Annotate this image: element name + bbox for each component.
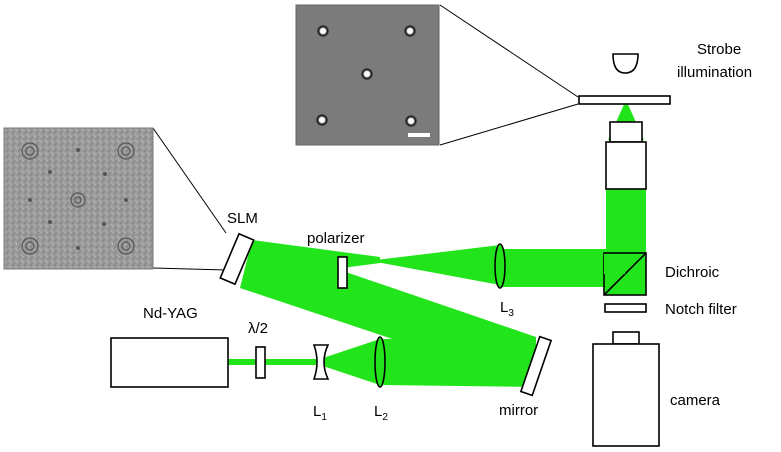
beam-up <box>606 180 646 255</box>
beam-slm-to-focus <box>252 240 380 280</box>
label-strobe-2: illumination <box>677 64 752 81</box>
polarizer <box>337 256 348 289</box>
label-dichroic: Dichroic <box>665 264 720 281</box>
trapped-bead <box>405 115 417 127</box>
label-slm: SLM <box>227 210 258 227</box>
camera <box>592 331 660 447</box>
beam-focus-to-l3 <box>376 245 500 285</box>
notch-filter <box>604 303 647 313</box>
label-l1: L1 <box>313 403 327 423</box>
microscope-objective <box>605 121 647 190</box>
nd-yag-laser <box>110 337 229 388</box>
lens-l2 <box>374 336 386 388</box>
label-mirror: mirror <box>499 402 538 419</box>
bead-micrograph <box>295 4 579 146</box>
label-camera: camera <box>670 392 721 409</box>
beam-expansion <box>320 339 380 385</box>
strobe-lamp <box>612 53 639 74</box>
beam-mirror-to-slm <box>240 240 536 387</box>
lens-l1 <box>312 344 330 380</box>
mirror <box>519 335 553 397</box>
label-strobe-1: Strobe <box>697 41 741 58</box>
label-l2: L2 <box>374 403 388 423</box>
label-notch-filter: Notch filter <box>665 301 737 318</box>
trapped-bead <box>404 25 416 37</box>
label-half-wave: λ/2 <box>248 320 268 337</box>
sample-slide <box>578 95 671 105</box>
dichroic-cube <box>603 252 647 296</box>
labels: Strobe illumination SLM polarizer Dichro… <box>143 41 752 423</box>
label-polarizer: polarizer <box>307 230 365 247</box>
hologram-image <box>3 127 227 271</box>
label-l3: L3 <box>500 299 514 319</box>
lens-l3 <box>494 243 506 289</box>
beam-input <box>228 359 320 365</box>
slm <box>219 232 255 286</box>
trapped-bead <box>361 68 373 80</box>
beam-to-dichroic <box>500 249 606 287</box>
trapped-bead <box>316 114 328 126</box>
scale-bar <box>408 133 430 137</box>
half-wave-plate <box>255 346 266 379</box>
trapped-bead <box>317 25 329 37</box>
label-nd-yag: Nd-YAG <box>143 305 198 322</box>
